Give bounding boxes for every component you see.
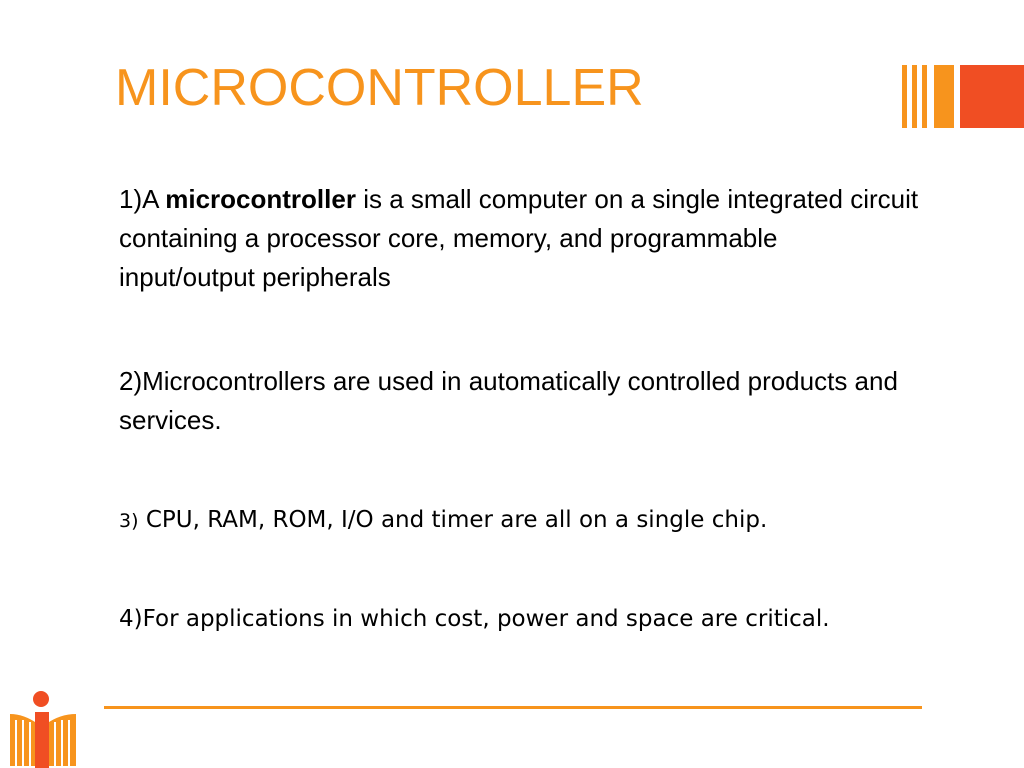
point-4: 4)For applications in which cost, power … <box>119 606 830 632</box>
point-3: 3) CPU, RAM, ROM, I/O and timer are all … <box>119 502 939 539</box>
orange-bars-decoration-icon <box>902 65 1024 128</box>
slide-title: MICROCONTROLLER <box>115 59 644 117</box>
point-2: 2)Microcontrollers are used in automatic… <box>119 366 898 435</box>
book-person-logo-icon <box>10 691 76 768</box>
point-1-prefix: 1)A <box>119 184 166 214</box>
point-3-text: CPU, RAM, ROM, I/O and timer are all on … <box>138 507 768 533</box>
point-1-text: is a small computer on a single integrat… <box>119 184 919 292</box>
footer-divider <box>104 706 922 709</box>
point-3-number: 3) <box>119 510 139 532</box>
point-1-bold-term: microcontroller <box>165 184 356 214</box>
point-1: 1)A microcontroller is a small computer … <box>119 180 919 297</box>
